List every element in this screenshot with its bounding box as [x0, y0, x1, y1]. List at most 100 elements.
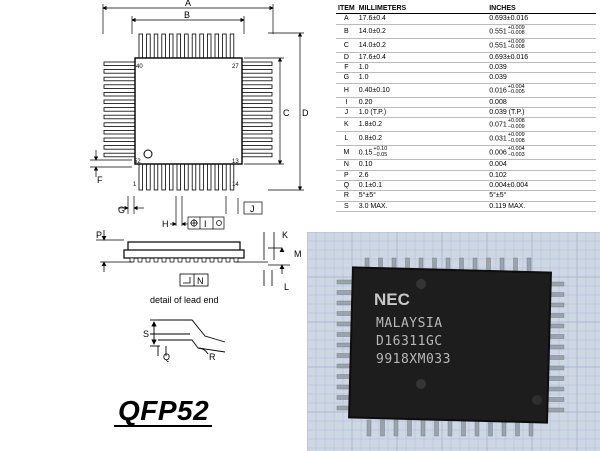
chip-marking-line3: 9918XM033: [376, 352, 451, 367]
lead: [336, 300, 354, 306]
lead: [146, 33, 151, 59]
cell-millimeters: 14.0±0.2: [356, 24, 488, 39]
cell-millimeters: 1.0 (T.P.): [356, 107, 488, 119]
cell-item: R: [336, 190, 357, 202]
lead: [191, 33, 197, 59]
title-underline: [114, 425, 212, 427]
lead: [103, 137, 136, 142]
cell-millimeters: 2.6: [356, 170, 488, 182]
dim-label-d: D: [302, 108, 309, 118]
mm-value: 1.8±0.2: [358, 121, 383, 129]
cell-millimeters: 1.0: [356, 62, 488, 74]
lead: [129, 257, 135, 263]
cell-item: F: [336, 62, 357, 74]
lead: [201, 257, 207, 263]
lead: [138, 33, 143, 59]
inch-value: 0.551: [489, 28, 507, 36]
lead: [407, 419, 412, 437]
dim-label-a: A: [185, 0, 191, 8]
cell-millimeters: 0.40±0.10: [356, 83, 488, 98]
cell-inches: 0.039 (T.P.): [487, 107, 596, 119]
lead: [225, 257, 231, 263]
lead: [241, 61, 273, 66]
lead: [191, 163, 197, 191]
tolerance-minus: −0.003: [507, 151, 525, 158]
cell-inches: 0.039: [487, 72, 596, 84]
cell-inches: 0.071+0.008−0.009: [487, 117, 596, 133]
lead: [546, 407, 565, 413]
lead: [241, 84, 273, 89]
lead: [184, 33, 189, 59]
lead: [420, 419, 426, 437]
cell-inches: 0.004: [487, 159, 596, 171]
lead: [103, 129, 136, 135]
lead: [161, 163, 166, 191]
tolerance-minus: −0.005: [507, 89, 525, 96]
cell-inches: 0.016+0.004−0.005: [487, 83, 596, 98]
dim-label-s: S: [143, 329, 149, 339]
lead: [103, 152, 136, 158]
lead: [103, 107, 136, 112]
inch-value: 0.004±0.004: [489, 182, 529, 190]
dim-label-b: B: [184, 10, 190, 20]
lead: [103, 92, 136, 97]
mm-value: 0.1±0.1: [358, 182, 383, 190]
mm-value: 0.10: [358, 161, 373, 169]
cell-item: S: [336, 201, 357, 213]
lead: [193, 257, 199, 263]
dim-label-c: C: [283, 108, 290, 118]
lead: [176, 33, 181, 59]
package-title: QFP52: [118, 395, 210, 426]
header-millimeters: MILLIMETERS: [356, 4, 488, 15]
lead: [168, 33, 174, 59]
inch-tolerance: +0.004−0.003: [508, 147, 525, 158]
mm-value: 17.6±0.4: [358, 53, 386, 61]
lead: [546, 376, 565, 381]
lead: [241, 129, 273, 135]
cell-inches: 0.039: [487, 62, 596, 74]
mm-value: 17.6±0.4: [358, 15, 386, 23]
lead: [222, 163, 227, 191]
lead: [103, 114, 136, 120]
cell-item: H: [336, 83, 357, 98]
cell-millimeters: 0.1±0.1: [356, 180, 488, 192]
lead: [103, 76, 136, 82]
dim-label-m: M: [294, 249, 302, 259]
pin-label-52: 52: [134, 159, 141, 165]
cell-item: M: [336, 145, 357, 161]
lead-end-detail: [150, 319, 226, 356]
dim-label-q: Q: [163, 352, 170, 362]
lead: [103, 61, 136, 66]
inch-value: 0.031: [489, 135, 507, 143]
lead: [137, 257, 143, 263]
lead: [103, 69, 136, 74]
chip-marking-line1: MALAYSIA: [376, 316, 443, 331]
lead: [474, 419, 480, 437]
lead: [499, 257, 505, 273]
tolerance-minus: −0.008: [507, 30, 525, 37]
pin-label-1: 1: [133, 182, 137, 188]
cell-item: P: [336, 170, 357, 182]
mm-value: 0.20: [358, 98, 373, 106]
lead: [486, 257, 491, 273]
mm-value: 1.0: [358, 74, 369, 82]
cell-inches: 0.693±0.016: [487, 13, 596, 25]
inch-value: 0.693±0.016: [489, 53, 529, 61]
lead: [241, 99, 273, 104]
lead: [217, 257, 223, 263]
tolerance-plus: +0.009: [507, 132, 525, 139]
lead: [336, 311, 354, 316]
lead: [185, 257, 191, 263]
cell-item: C: [336, 38, 357, 53]
cell-inches: 0.006+0.004−0.003: [487, 145, 596, 161]
header-item: ITEM: [336, 4, 357, 15]
lead: [434, 419, 439, 437]
mm-tolerance: +0.10−0.05: [373, 147, 387, 158]
